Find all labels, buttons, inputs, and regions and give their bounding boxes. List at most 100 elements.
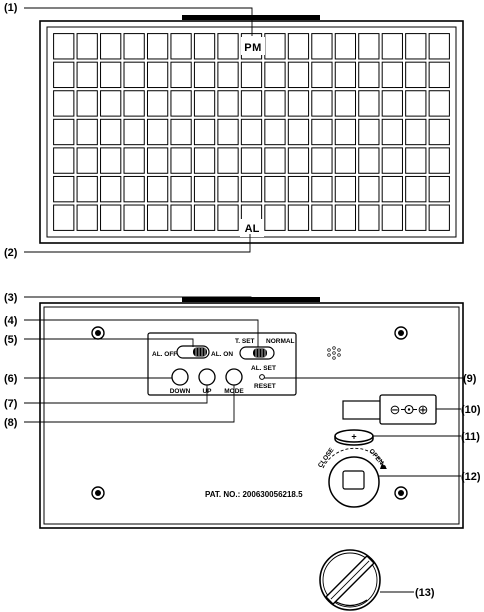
led-cell — [264, 204, 286, 231]
led-cell — [123, 147, 145, 174]
led-cell — [428, 90, 450, 117]
led-cell — [428, 204, 450, 231]
led-cell — [146, 147, 169, 174]
led-cell — [193, 33, 216, 60]
led-cell — [428, 175, 450, 203]
led-cell — [100, 175, 122, 203]
led-cell — [240, 90, 263, 117]
down-button[interactable] — [171, 368, 189, 386]
led-cell — [311, 90, 333, 117]
led-cell — [287, 61, 310, 89]
led-cell — [405, 90, 427, 117]
led-cell — [311, 175, 333, 203]
callout-11: (11) — [461, 431, 480, 443]
led-cell — [311, 118, 333, 146]
leader-line-1 — [24, 7, 253, 36]
led-cell — [405, 147, 427, 174]
leader-line-2 — [24, 234, 251, 253]
led-cell — [123, 204, 145, 231]
led-cell — [123, 33, 145, 60]
battery-cell-plus: + — [351, 432, 356, 442]
led-cell — [170, 204, 192, 231]
led-cell — [100, 61, 122, 89]
led-cell — [76, 147, 98, 174]
led-cell — [217, 204, 239, 231]
led-cell — [287, 33, 310, 60]
led-cell — [170, 33, 192, 60]
led-matrix-grid — [53, 33, 450, 231]
callout-10: (10) — [461, 404, 481, 416]
leader-line-3 — [24, 296, 252, 302]
led-cell — [146, 61, 169, 89]
alarm-set-label: AL. SET — [251, 365, 276, 372]
reset-label: RESET — [254, 383, 276, 390]
led-cell — [334, 118, 357, 146]
led-cell — [53, 118, 75, 146]
led-cell — [217, 118, 239, 146]
led-cell — [123, 118, 145, 146]
led-cell — [358, 175, 380, 203]
led-cell — [170, 147, 192, 174]
callout-4: (4) — [4, 315, 18, 327]
led-cell — [381, 147, 403, 174]
callout-3: (3) — [4, 292, 18, 304]
battery-cover-detail — [319, 549, 381, 611]
led-cell — [428, 147, 450, 174]
led-cell — [146, 175, 169, 203]
led-cell — [334, 33, 357, 60]
led-cell — [287, 147, 310, 174]
led-cell — [405, 33, 427, 60]
led-cell — [53, 33, 75, 60]
led-cell — [217, 175, 239, 203]
led-cell — [240, 61, 263, 89]
pm-indicator: PM — [244, 42, 262, 54]
led-cell — [217, 33, 239, 60]
alarm-on-off-switch[interactable] — [176, 345, 210, 359]
led-cell — [100, 33, 122, 60]
dc-plus-symbol: ⊕ — [418, 402, 429, 417]
led-cell — [53, 204, 75, 231]
time-set-normal-switch[interactable] — [239, 346, 275, 360]
led-cell — [240, 175, 263, 203]
led-cell — [405, 175, 427, 203]
led-cell — [100, 118, 122, 146]
led-cell — [76, 175, 98, 203]
led-cell — [123, 90, 145, 117]
down-label: DOWN — [170, 388, 191, 395]
reset-button[interactable] — [259, 374, 265, 380]
al-indicator: AL — [245, 223, 260, 235]
callout-9: (9) — [463, 373, 477, 385]
screw-hole-top-right — [394, 326, 408, 340]
led-cell — [334, 147, 357, 174]
led-cell — [193, 147, 216, 174]
led-cell — [381, 90, 403, 117]
leader-line-7 — [24, 385, 208, 404]
led-cell — [100, 147, 122, 174]
up-button[interactable] — [198, 368, 216, 386]
led-cell — [264, 33, 286, 60]
led-cell — [170, 118, 192, 146]
led-cell — [287, 204, 310, 231]
led-cell — [358, 118, 380, 146]
led-cell — [76, 118, 98, 146]
led-cell — [193, 204, 216, 231]
led-cell — [193, 175, 216, 203]
led-cell — [100, 90, 122, 117]
led-cell — [146, 204, 169, 231]
led-cell — [193, 90, 216, 117]
led-cell — [53, 90, 75, 117]
led-cell — [334, 204, 357, 231]
back-housing-inner — [43, 306, 460, 525]
led-cell — [170, 175, 192, 203]
mode-button[interactable] — [225, 368, 243, 386]
led-cell — [264, 147, 286, 174]
led-cell — [311, 147, 333, 174]
led-cell — [170, 90, 192, 117]
battery-cover-slot[interactable] — [342, 470, 365, 490]
led-cell — [76, 204, 98, 231]
led-cell — [76, 90, 98, 117]
led-cell — [358, 204, 380, 231]
patent-number: PAT. NO.: 200630056218.5 — [205, 490, 303, 499]
led-cell — [311, 61, 333, 89]
